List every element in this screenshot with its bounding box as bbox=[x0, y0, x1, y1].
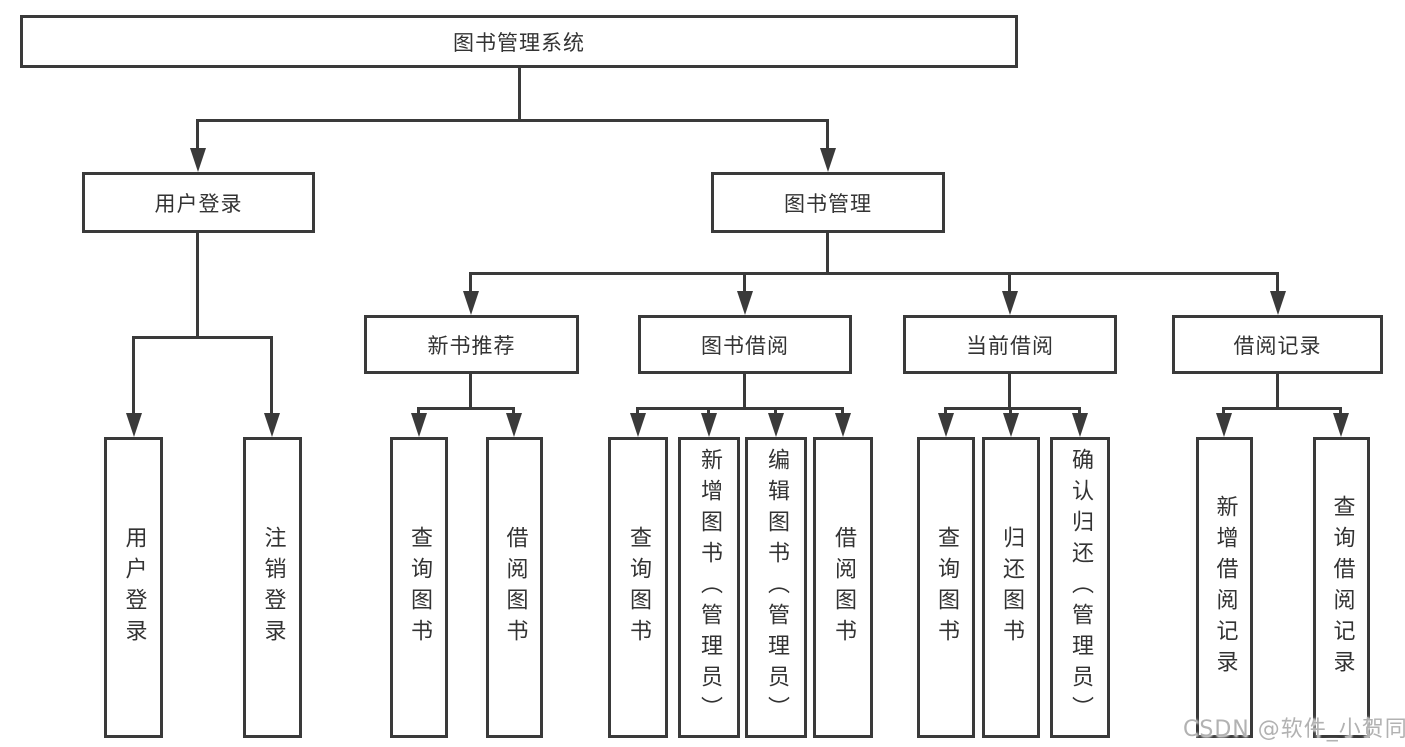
connector-line bbox=[1078, 407, 1081, 415]
connector-line bbox=[270, 336, 273, 416]
leaf-user-login: 用户登录 bbox=[104, 437, 163, 738]
connector-line bbox=[196, 119, 829, 122]
arrow-down-icon bbox=[630, 413, 646, 437]
connector-line bbox=[469, 373, 472, 410]
connector-line bbox=[774, 407, 777, 415]
arrow-down-icon bbox=[190, 148, 206, 172]
node-label: 新增借阅记录 bbox=[1212, 494, 1238, 681]
arrow-down-icon bbox=[1072, 413, 1088, 437]
leaf-borrowing-add-books-admin: 新增图书（管理员） bbox=[678, 437, 740, 738]
leaf-current-confirm-return-admin: 确认归还（管理员） bbox=[1050, 437, 1110, 738]
arrow-down-icon bbox=[411, 413, 427, 437]
connector-line bbox=[512, 407, 515, 415]
connector-line bbox=[417, 407, 515, 410]
arrow-down-icon bbox=[768, 413, 784, 437]
connector-line bbox=[196, 119, 199, 151]
node-book-borrowing: 图书借阅 bbox=[638, 315, 852, 374]
node-label: 借阅记录 bbox=[1233, 333, 1322, 358]
node-user-login: 用户登录 bbox=[82, 172, 315, 233]
connector-line bbox=[826, 232, 829, 275]
connector-line bbox=[132, 336, 273, 339]
connector-line bbox=[1008, 272, 1011, 293]
node-label: 查询借阅记录 bbox=[1329, 494, 1355, 681]
connector-line bbox=[841, 407, 844, 415]
node-label: 借阅图书 bbox=[502, 525, 528, 650]
connector-line bbox=[743, 373, 746, 410]
leaf-current-return-books: 归还图书 bbox=[982, 437, 1040, 738]
node-label: 编辑图书（管理员） bbox=[764, 448, 789, 727]
connector-line bbox=[1222, 407, 1342, 410]
leaf-recommend-borrow-books: 借阅图书 bbox=[486, 437, 543, 738]
connector-line bbox=[1009, 407, 1012, 415]
arrow-down-icon bbox=[737, 291, 753, 315]
node-label: 归还图书 bbox=[999, 525, 1024, 650]
connector-line bbox=[1276, 373, 1279, 410]
connector-line bbox=[1008, 373, 1011, 410]
node-label: 用户登录 bbox=[154, 191, 243, 216]
connector-line bbox=[1339, 407, 1342, 415]
connector-line bbox=[636, 407, 844, 410]
arrow-down-icon bbox=[701, 413, 717, 437]
arrow-down-icon bbox=[1003, 413, 1019, 437]
connector-line bbox=[1276, 272, 1279, 293]
node-label: 新书推荐 bbox=[427, 333, 516, 358]
arrow-down-icon bbox=[1002, 291, 1018, 315]
node-label: 确认归还（管理员） bbox=[1068, 448, 1093, 727]
connector-line bbox=[636, 407, 639, 415]
leaf-borrowing-edit-books-admin: 编辑图书（管理员） bbox=[745, 437, 807, 738]
leaf-records-add-record: 新增借阅记录 bbox=[1196, 437, 1253, 738]
node-label: 当前借阅 bbox=[966, 333, 1054, 358]
leaf-borrowing-query-books: 查询图书 bbox=[608, 437, 668, 738]
connector-line bbox=[944, 407, 1081, 410]
connector-line bbox=[469, 272, 1279, 275]
node-book-management: 图书管理 bbox=[711, 172, 945, 233]
node-label: 查询图书 bbox=[934, 525, 959, 650]
node-label: 查询图书 bbox=[407, 525, 432, 650]
connector-line bbox=[1222, 407, 1225, 415]
arrow-down-icon bbox=[1333, 413, 1349, 437]
node-label: 借阅图书 bbox=[831, 525, 856, 650]
arrow-down-icon bbox=[126, 413, 142, 437]
node-label: 用户登录 bbox=[121, 525, 147, 650]
arrow-down-icon bbox=[835, 413, 851, 437]
connector-line bbox=[469, 272, 472, 293]
csdn-watermark: CSDN @软件_小贺同学 bbox=[1183, 717, 1405, 742]
node-label: 图书管理 bbox=[784, 191, 872, 216]
connector-line bbox=[944, 407, 947, 415]
leaf-recommend-query-books: 查询图书 bbox=[390, 437, 448, 738]
arrow-down-icon bbox=[506, 413, 522, 437]
connector-line bbox=[417, 407, 420, 415]
arrow-down-icon bbox=[264, 413, 280, 437]
node-current-borrowing: 当前借阅 bbox=[903, 315, 1117, 374]
node-new-book-recommend: 新书推荐 bbox=[364, 315, 579, 374]
node-root: 图书管理系统 bbox=[20, 15, 1018, 68]
connector-line bbox=[132, 336, 135, 416]
node-label: 新增图书（管理员） bbox=[697, 448, 722, 727]
leaf-logout: 注销登录 bbox=[243, 437, 302, 738]
connector-line bbox=[826, 119, 829, 151]
node-label: 图书借阅 bbox=[701, 333, 789, 358]
connector-line bbox=[707, 407, 710, 415]
arrow-down-icon bbox=[1270, 291, 1286, 315]
node-borrowing-records: 借阅记录 bbox=[1172, 315, 1383, 374]
arrow-down-icon bbox=[463, 291, 479, 315]
node-label: 注销登录 bbox=[260, 525, 286, 650]
node-label: 图书管理系统 bbox=[453, 30, 585, 55]
connector-line bbox=[518, 67, 521, 122]
leaf-current-query-books: 查询图书 bbox=[917, 437, 975, 738]
arrow-down-icon bbox=[1216, 413, 1232, 437]
leaf-records-query-record: 查询借阅记录 bbox=[1313, 437, 1370, 738]
node-label: 查询图书 bbox=[626, 525, 651, 650]
connector-line bbox=[743, 272, 746, 293]
arrow-down-icon bbox=[820, 148, 836, 172]
arrow-down-icon bbox=[938, 413, 954, 437]
connector-line bbox=[196, 232, 199, 339]
leaf-borrowing-borrow-books: 借阅图书 bbox=[813, 437, 873, 738]
